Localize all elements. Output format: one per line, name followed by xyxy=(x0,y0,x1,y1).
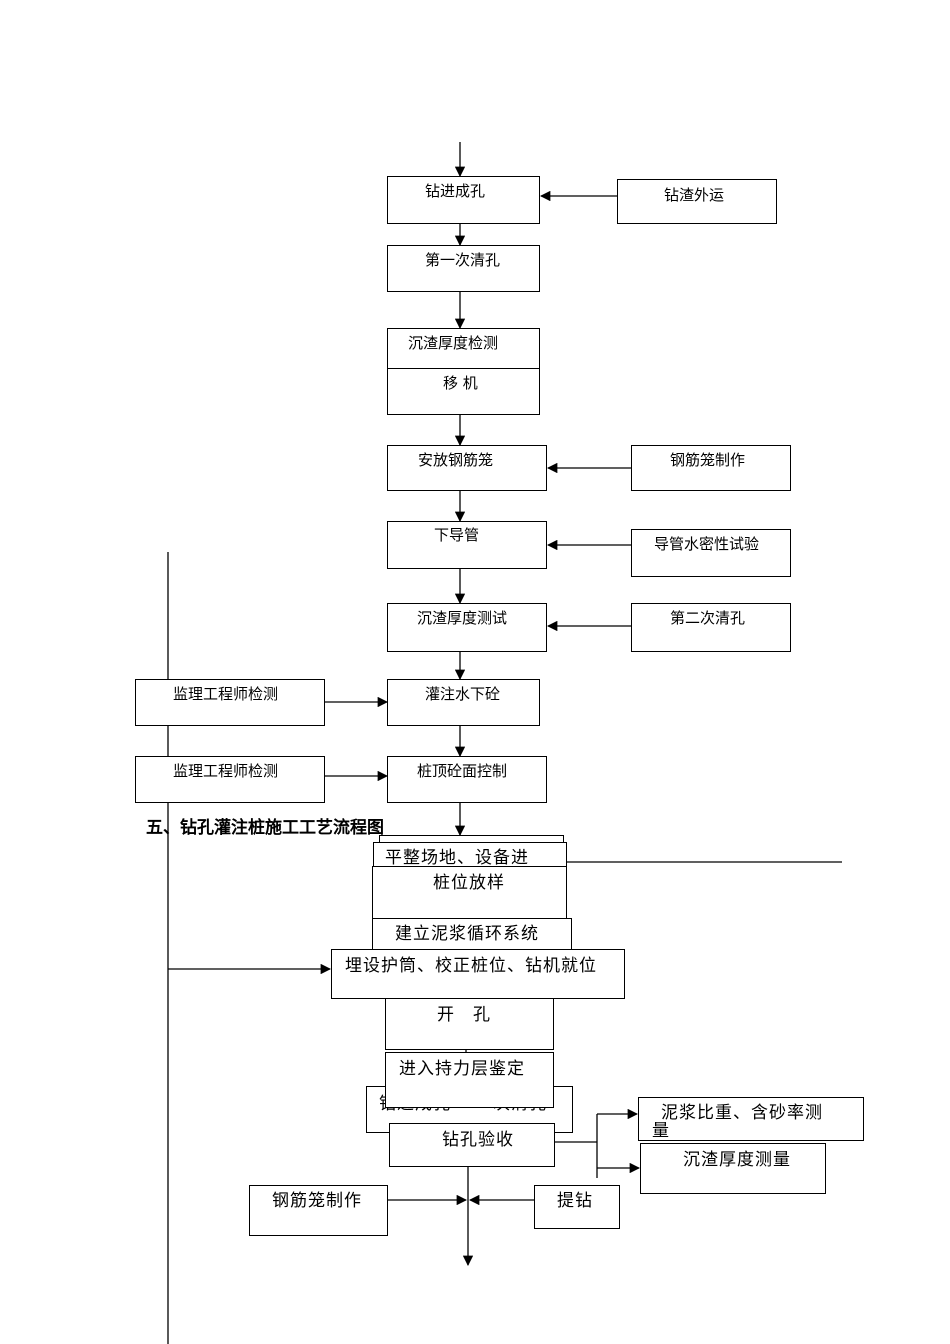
box-cage-make: 钢筋笼制作 xyxy=(631,445,791,491)
box-pile-layout: 桩位放样 xyxy=(372,866,567,919)
box-supervisor-2-label: 监理工程师检测 xyxy=(173,762,279,780)
box-supervisor-2: 监理工程师检测 xyxy=(135,756,325,803)
box-sediment-measure-label: 沉渣厚度测量 xyxy=(683,1150,791,1170)
box-site-prep-label: 平整场地、设备进 xyxy=(385,848,529,868)
box-pour: 灌注水下砼 xyxy=(387,679,540,726)
box-lower-pipe: 下导管 xyxy=(387,521,547,569)
box-place-cage: 安放钢筋笼 xyxy=(387,445,547,491)
box-casing-label: 埋设护筒、校正桩位、钻机就位 xyxy=(345,956,597,976)
box-second-clean: 第二次清孔 xyxy=(631,603,791,652)
box-second-clean-label: 第二次清孔 xyxy=(670,609,746,627)
box-open-hole: 开 孔 xyxy=(385,998,554,1050)
box-supervisor-1: 监理工程师检测 xyxy=(135,679,325,726)
box-drill: 钻进成孔 xyxy=(387,176,540,224)
box-supervisor-1-label: 监理工程师检测 xyxy=(173,685,279,703)
box-sediment-check: 沉渣厚度检测 xyxy=(387,328,540,369)
box-open-hole-label: 开 孔 xyxy=(437,1005,491,1025)
box-mud-ratio-label-cont: 量 xyxy=(652,1121,670,1141)
box-top-control: 桩顶砼面控制 xyxy=(387,756,547,803)
section-heading: 五、钻孔灌注桩施工工艺流程图 xyxy=(146,818,384,838)
box-hole-accept-label: 钻孔验收 xyxy=(442,1130,514,1150)
box-top-control-label: 桩顶砼面控制 xyxy=(417,762,508,780)
box-lower-pipe-label: 下导管 xyxy=(434,526,480,544)
box-lift-drill: 提钻 xyxy=(534,1185,620,1229)
box-mud-system-label: 建立泥浆循环系统 xyxy=(395,924,539,944)
box-bearing-label: 进入持力层鉴定 xyxy=(399,1059,525,1079)
box-pile-layout-label: 桩位放样 xyxy=(433,873,505,893)
box-move: 移 机 xyxy=(387,368,540,415)
box-pipe-test: 导管水密性试验 xyxy=(631,529,791,577)
box-mud-system: 建立泥浆循环系统 xyxy=(372,918,572,950)
box-sediment-check-label: 沉渣厚度检测 xyxy=(408,334,499,352)
box-sediment-test: 沉渣厚度测试 xyxy=(387,603,547,652)
box-cage-make-2: 钢筋笼制作 xyxy=(249,1185,388,1236)
box-slag-out-label: 钻渣外运 xyxy=(664,186,725,204)
box-first-clean-label: 第一次清孔 xyxy=(425,251,501,269)
box-slag-out: 钻渣外运 xyxy=(617,179,777,224)
box-pour-label: 灌注水下砼 xyxy=(425,685,501,703)
box-move-label: 移 机 xyxy=(443,374,478,392)
box-cage-make-2-label: 钢筋笼制作 xyxy=(272,1191,362,1211)
box-sediment-test-label: 沉渣厚度测试 xyxy=(417,609,508,627)
box-lift-drill-label: 提钻 xyxy=(557,1191,593,1211)
box-first-clean: 第一次清孔 xyxy=(387,245,540,292)
box-mud-ratio: 泥浆比重、含砂率测 量 xyxy=(638,1097,864,1141)
box-bearing: 进入持力层鉴定 xyxy=(385,1052,554,1108)
box-mud-ratio-label: 泥浆比重、含砂率测 xyxy=(661,1103,823,1123)
box-drill-label: 钻进成孔 xyxy=(425,182,486,200)
box-pipe-test-label: 导管水密性试验 xyxy=(654,535,760,553)
box-cage-make-label: 钢筋笼制作 xyxy=(670,451,746,469)
box-place-cage-label: 安放钢筋笼 xyxy=(418,451,494,469)
box-hole-accept: 钻孔验收 xyxy=(389,1123,555,1167)
box-sediment-measure: 沉渣厚度测量 xyxy=(640,1143,826,1194)
box-casing: 埋设护筒、校正桩位、钻机就位 xyxy=(331,949,625,999)
